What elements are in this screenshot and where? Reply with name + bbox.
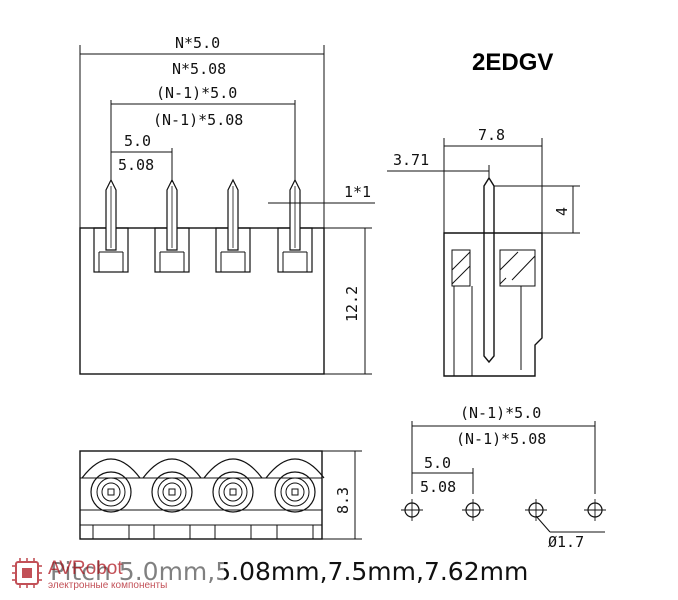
top-cell-outer [274,471,316,513]
dim-total-50: N*5.0 [175,34,220,52]
top-cell-mid [157,477,187,507]
side-pin [483,176,495,364]
pcb-dim-span-508: (N-1)*5.08 [456,430,546,448]
side-hatch-2 [451,265,471,285]
watermark-tagline: электронные компоненты [48,580,167,591]
top-cell-arch [203,458,263,479]
top-cell-slot [276,524,314,540]
pcb-layout: (N-1)*5.0 (N-1)*5.08 5.0 5.08 Ø1.7 [401,404,606,551]
side-hatch-1 [451,251,471,271]
front-pin-2 [154,178,190,273]
side-body [443,232,543,377]
top-cell-outer [90,471,132,513]
top-cell-outer [151,471,193,513]
front-pin-3 [215,178,251,273]
top-cell-inner [101,482,121,502]
top-cell-inner [223,482,243,502]
side-hatch-5 [499,277,507,285]
top-cell-slot [153,524,191,540]
dim-span-508: (N-1)*5.08 [153,111,243,129]
top-cell-arch [142,458,202,479]
top-cell-arch [81,458,141,479]
front-body [79,227,325,375]
pcb-dim-hole: Ø1.7 [548,533,584,551]
top-cell-arch [265,458,325,479]
top-cell-3 [203,458,263,540]
side-hatch-3 [499,251,519,271]
top-cell-pin [291,488,299,496]
top-cell-mid [280,477,310,507]
top-cell-2 [142,458,202,540]
pcb-dim-pitch-50: 5.0 [424,454,451,472]
chip-icon [12,558,42,588]
dim-pin-width: 1*1 [344,183,371,201]
dim-span-50: (N-1)*5.0 [156,84,237,102]
side-view: 7.8 3.71 4 [387,126,580,377]
top-cell-inner [285,482,305,502]
side-cavity-left [451,249,471,287]
top-cell-pin [168,488,176,496]
side-hatch-4 [511,255,536,281]
dim-body-height: 12.2 [343,286,361,322]
dim-total-508: N*5.08 [172,60,226,78]
leader-hole [535,515,551,533]
top-body [79,450,323,540]
pcb-dim-span-50: (N-1)*5.0 [460,404,541,422]
front-pins [93,178,313,273]
pcb-dim-pitch-508: 5.08 [420,478,456,496]
dim-pitch-508: 5.08 [118,156,154,174]
pcb-holes [401,499,606,521]
dim-side-offset: 3.71 [393,151,429,169]
top-cell-1 [81,458,141,540]
top-cell-mid [218,477,248,507]
pitch-caption: Pitch 5.0mm,5.08mm,7.5mm,7.62mm [50,557,528,586]
front-view: N*5.0 N*5.08 (N-1)*5.0 (N-1)*5.08 5.0 5.… [79,34,375,375]
dim-pin-height: 4 [553,207,571,216]
watermark-backdrop [10,556,224,596]
top-cell-4 [265,458,325,540]
top-cells [81,458,325,540]
pcb-hole-2 [462,499,484,521]
top-cell-pin [229,488,237,496]
pcb-hole-4 [584,499,606,521]
side-cavity-right [499,249,536,287]
pcb-hole-3 [525,499,547,521]
dim-pitch-50: 5.0 [124,132,151,150]
top-cell-inner [162,482,182,502]
top-cell-outer [212,471,254,513]
top-view: 8.3 [79,450,362,540]
dim-top-depth: 8.3 [334,487,352,514]
top-cell-mid [96,477,126,507]
top-cell-pin [107,488,115,496]
watermark-name: AVRobot [48,558,123,579]
dim-side-width: 7.8 [478,126,505,144]
pcb-hole-1 [401,499,423,521]
front-pin-1 [93,178,129,273]
front-pin-4 [277,178,313,273]
watermark: AVRobot электронные компоненты [10,556,224,596]
top-cell-slot [92,524,130,540]
top-cell-slot [214,524,252,540]
model-label: 2EDGV [472,49,553,76]
